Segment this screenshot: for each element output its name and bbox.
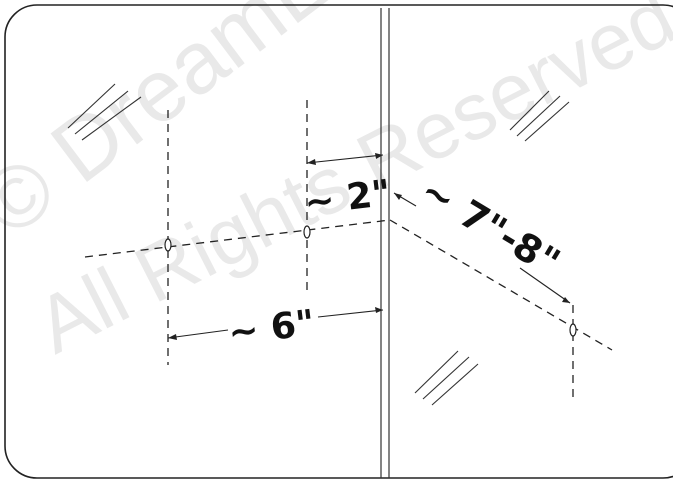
mounting-hole-left (164, 238, 172, 252)
corner-measurement-label: ~ 7"-8" (413, 168, 567, 285)
horizontal-reference-line (84, 219, 391, 258)
spacing-measurement-label: ~ 6" (226, 303, 317, 354)
corner-dimension-line-lower (519, 267, 571, 304)
offset-arrow-left (307, 159, 316, 165)
corner-arrow-upper (394, 193, 402, 200)
glass-hatch-left (67, 83, 142, 141)
glass-seam (380, 8, 390, 478)
diagram-frame (4, 4, 673, 479)
dashed-reference-lines (84, 100, 613, 397)
spacing-dimension-line-left (167, 329, 229, 339)
spacing-arrow-right (375, 307, 383, 313)
spacing-arrow-left (168, 334, 177, 340)
mounting-hole-middle (303, 225, 311, 239)
mounting-hole-right (569, 323, 577, 337)
dimension-lines (167, 153, 571, 340)
offset-arrow-right (375, 153, 383, 159)
offset-dimension-line (306, 154, 384, 164)
spacing-dimension-line-right (317, 309, 384, 318)
corner-arrow-lower (562, 297, 570, 303)
glass-hatch-lower-right (414, 350, 479, 406)
glass-hatch-upper-right (509, 90, 570, 142)
mounting-holes (164, 225, 577, 337)
